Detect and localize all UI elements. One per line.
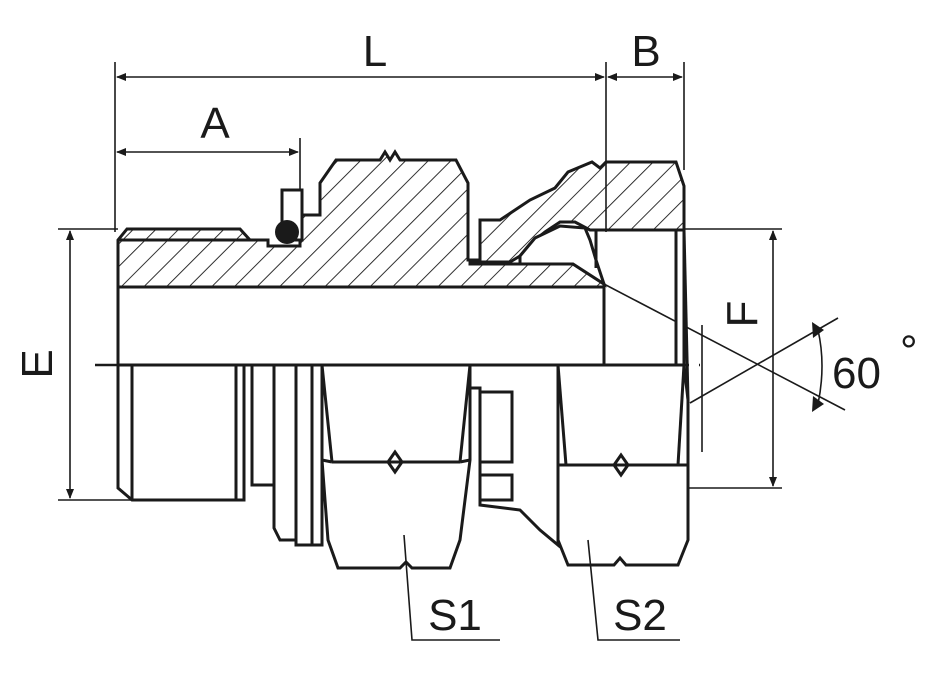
shoulder [250,363,276,487]
hex-s1 [320,363,472,570]
swivel-nut-side [674,228,686,367]
hex-corner-mark [612,452,630,478]
outside-lower-half [116,229,690,570]
leader-line [403,534,500,641]
label-s2: S2 [613,591,667,640]
label-b: B [631,27,660,76]
leader-s2: S2 [587,539,680,641]
hex-edge [321,458,333,464]
leader-line [587,539,680,641]
angle-value: 60 [832,349,881,398]
cone-line [603,283,846,411]
washer [294,363,314,547]
bore [116,285,606,367]
label-s1: S1 [428,591,482,640]
washer-face [272,363,298,542]
dimension-l: L [114,27,607,232]
label-e: E [13,349,62,378]
leader-s1: S1 [403,534,500,641]
nut-edge [682,229,690,401]
oring-seal [275,220,299,244]
dimension-f: F [684,228,782,489]
label-f: F [718,301,767,328]
hex-chamfer [458,364,472,463]
label-l: L [363,27,387,76]
hex-chamfer [556,364,568,466]
neck [468,363,560,549]
hex-chamfer [320,364,334,463]
hex-edge [459,458,471,464]
male-thread-end [116,363,246,502]
label-a: A [200,99,230,148]
hex-corner-mark [386,449,404,475]
dimension-a: A [116,99,301,212]
dimension-b: B [607,27,685,170]
angle-arc [817,329,823,405]
nut-bore-cut [518,224,607,288]
hex-chamfer [676,364,686,466]
angle-arrowhead [812,396,824,412]
angle-arrowhead [812,322,824,338]
degree-symbol: ° [900,327,918,376]
dimension-e: E [13,228,135,501]
section-upper-half [116,149,686,289]
cone-angle-annotation: 60 ° [603,283,918,452]
